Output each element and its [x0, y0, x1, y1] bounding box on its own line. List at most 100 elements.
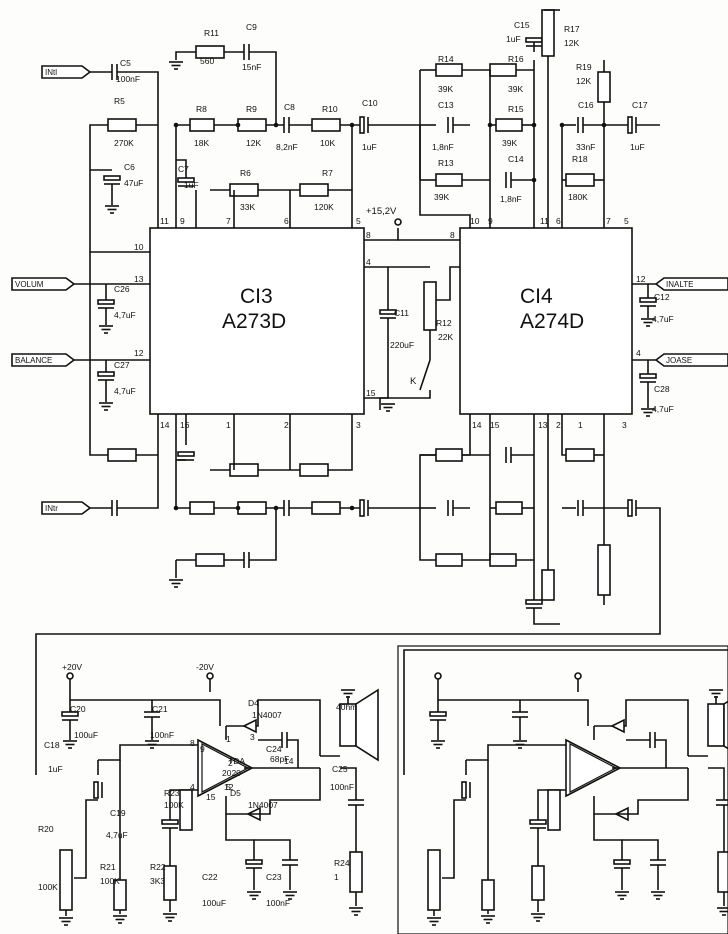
- component-label: 1,8nF: [500, 194, 522, 204]
- component-label: C26: [114, 284, 130, 294]
- pin-number: 15: [490, 420, 500, 430]
- component-label: 1uF: [630, 142, 645, 152]
- electrolytic-capacitor: [97, 299, 115, 305]
- pin-number: 4: [366, 257, 371, 267]
- resistor: [597, 544, 611, 596]
- resistor: [59, 849, 73, 911]
- ic-part: A274D: [520, 310, 584, 333]
- resistor: [495, 501, 523, 515]
- pin-number: 13: [538, 420, 548, 430]
- component-label: 10K: [320, 138, 335, 148]
- resistor: [565, 173, 595, 187]
- resistor: [179, 789, 193, 831]
- pin-number: 8: [366, 230, 371, 240]
- speaker-cone: [355, 688, 379, 762]
- component-label: 120K: [314, 202, 334, 212]
- electrolytic-capacitor: [177, 451, 195, 457]
- amp-frame-right: [397, 645, 728, 934]
- wire: [403, 649, 728, 775]
- wire: [419, 359, 431, 391]
- component-label: R14: [438, 54, 454, 64]
- wire: [176, 159, 187, 178]
- signal-tag: [654, 277, 728, 291]
- resistor: [481, 879, 495, 911]
- component-label: C27: [114, 360, 130, 370]
- component-label: C5: [120, 58, 131, 68]
- signal-tag-label: INtr: [45, 504, 58, 513]
- wire: [287, 739, 299, 768]
- component-label: R7: [322, 168, 333, 178]
- junction-dot: [235, 122, 241, 128]
- component-label: R10: [322, 104, 338, 114]
- component-label: C13: [438, 100, 454, 110]
- ic-ci4: [459, 227, 633, 415]
- electrolytic-capacitor: [639, 373, 657, 379]
- pin-number: 8: [190, 738, 195, 748]
- pin-number: 14: [472, 420, 482, 430]
- pin-number: 12: [134, 348, 144, 358]
- electrolytic-capacitor: [379, 309, 397, 315]
- junction-dot: [349, 505, 355, 511]
- junction-dot: [273, 122, 279, 128]
- resistor: [237, 501, 267, 515]
- wire: [226, 699, 276, 727]
- component-label: R18: [572, 154, 588, 164]
- supply-terminal: [66, 672, 74, 680]
- resistor: [163, 865, 177, 901]
- component-label: 1uF: [48, 764, 63, 774]
- component-label: R6: [240, 168, 251, 178]
- ic-part: A273D: [222, 310, 286, 333]
- wire: [254, 839, 291, 860]
- junction-dot: [173, 505, 179, 511]
- speaker: [707, 703, 725, 747]
- wire: [328, 125, 353, 191]
- component-label: 18K: [194, 138, 209, 148]
- component-label: R16: [508, 54, 524, 64]
- electrolytic-capacitor: [525, 599, 543, 605]
- component-label: 180K: [568, 192, 588, 202]
- wire: [74, 799, 98, 879]
- component-label: C16: [578, 100, 594, 110]
- component-label: R11: [204, 28, 219, 38]
- component-label: R21: [100, 862, 116, 872]
- pin-number: 3: [356, 420, 361, 430]
- power-amplifier: [197, 738, 254, 798]
- ic-name: CI3: [240, 285, 273, 308]
- component-label: C18: [44, 740, 60, 750]
- component-label: 4,7uF: [652, 404, 674, 414]
- wire: [466, 744, 566, 761]
- component-label: 39K: [434, 192, 449, 202]
- resistor: [299, 183, 329, 197]
- supply-terminal: [574, 672, 582, 680]
- electrolytic-capacitor: [627, 116, 633, 134]
- pin-number: 3: [250, 732, 255, 742]
- wire: [644, 699, 689, 756]
- wire: [398, 390, 431, 399]
- electrolytic-capacitor: [461, 781, 467, 799]
- component-label: R9: [246, 104, 257, 114]
- pin-number: 5: [226, 782, 231, 792]
- component-label: C23: [266, 872, 282, 882]
- pin-number: 1: [578, 420, 583, 430]
- resistor: [311, 501, 341, 515]
- wire: [89, 124, 150, 253]
- resistor: [489, 553, 517, 567]
- component-label: 100nF: [266, 898, 290, 908]
- pin-number: 1: [226, 420, 231, 430]
- component-label: C25: [332, 764, 348, 774]
- component-label: D5: [230, 788, 241, 798]
- electrolytic-capacitor: [639, 297, 657, 303]
- wire: [98, 744, 198, 761]
- wire: [655, 739, 667, 768]
- pin-number: 12: [224, 782, 234, 792]
- wire: [593, 814, 623, 860]
- wire: [533, 608, 560, 625]
- electrolytic-capacitor: [529, 819, 547, 825]
- component-label: R12: [436, 318, 452, 328]
- electrolytic-capacitor: [359, 116, 365, 134]
- pin-number: 4: [190, 782, 195, 792]
- resistor: [195, 553, 225, 567]
- pin-number: 15: [366, 388, 376, 398]
- resistor: [531, 865, 545, 901]
- component-label: TDA: [228, 756, 245, 766]
